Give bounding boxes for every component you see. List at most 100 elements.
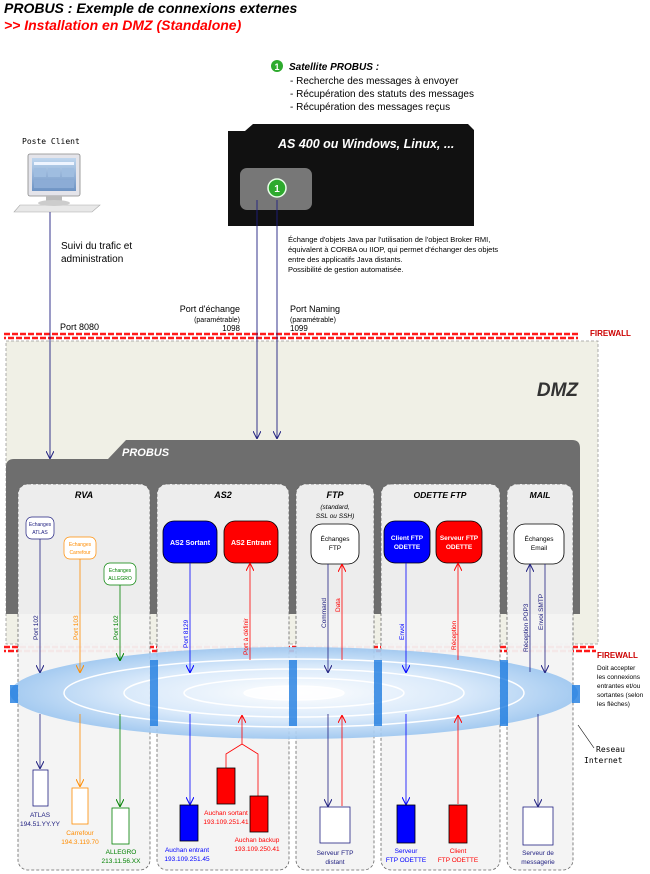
rva-box-label: Echanges bbox=[29, 522, 52, 528]
ftp-port-label: Data bbox=[335, 598, 342, 612]
server-badge-icon bbox=[267, 178, 287, 198]
poste-client-label: Poste Client bbox=[22, 137, 80, 146]
module-title: FTP bbox=[327, 490, 345, 500]
exchange-note-line: entre des applicatifs Java distants. bbox=[288, 255, 403, 264]
satellite-badge-icon bbox=[271, 60, 283, 72]
odette-port-label: Réception bbox=[451, 620, 458, 650]
dmz-label: DMZ bbox=[537, 380, 580, 401]
ftp-box-label: FTP bbox=[329, 545, 341, 552]
satellite-title: Satellite PROBUS : bbox=[289, 62, 379, 73]
odette-box-label: ODETTE bbox=[446, 544, 473, 551]
page-subtitle: >> Installation en DMZ (Standalone) bbox=[4, 17, 242, 33]
module-title: AS2 bbox=[213, 490, 232, 500]
firewall-note-line: sortantes (selon bbox=[597, 692, 644, 699]
as2-box-label: AS2 Entrant bbox=[231, 540, 272, 547]
odette-client-box[interactable] bbox=[383, 520, 431, 564]
rva-box-label: Echanges bbox=[109, 568, 132, 574]
suivi-label: Suivi du trafic et bbox=[61, 241, 132, 252]
internet-label: Reseau bbox=[596, 745, 625, 754]
target-label: distant bbox=[325, 859, 344, 866]
target-auchan-backup[interactable] bbox=[249, 795, 269, 833]
mail-box-label: Échanges bbox=[525, 534, 555, 543]
odette-box-label: Client FTP bbox=[391, 535, 424, 542]
target-mail-server[interactable] bbox=[522, 806, 554, 846]
rva-box-label: ALLEGRO bbox=[108, 576, 132, 582]
module-subtitle: SSL ou SSH) bbox=[316, 513, 355, 520]
probus-label: PROBUS bbox=[122, 447, 170, 459]
target-auchan-sortant[interactable] bbox=[216, 767, 236, 805]
satellite-item: - Recherche des messages à envoyer bbox=[290, 76, 459, 87]
target-label: ATLAS bbox=[30, 812, 51, 819]
firewall-note-line: Doit accepter bbox=[597, 665, 636, 672]
as2-box-label: AS2 Sortant bbox=[170, 540, 211, 547]
target-label: FTP ODETTE bbox=[386, 857, 427, 864]
internet-network bbox=[10, 647, 580, 739]
firewall-note-line: les flèches) bbox=[597, 701, 630, 708]
satellite-item: - Récupération des statuts des messages bbox=[290, 89, 474, 100]
target-atlas[interactable] bbox=[32, 769, 49, 807]
target-auchan-entrant[interactable] bbox=[179, 804, 199, 842]
port-naming-label: Port Naming bbox=[290, 304, 340, 314]
module-title: ODETTE FTP bbox=[414, 490, 467, 500]
target-label: Serveur bbox=[395, 848, 419, 855]
mail-box[interactable] bbox=[513, 523, 565, 565]
server-badge-number: 1 bbox=[274, 184, 280, 195]
port-exchange-label: Port d'échange bbox=[180, 304, 240, 314]
rva-port-label: Port 102 bbox=[33, 615, 40, 640]
module-title: RVA bbox=[75, 490, 93, 500]
port-exchange-value: 1098 bbox=[222, 324, 240, 333]
computer-icon bbox=[13, 153, 101, 213]
as2-port-label: Port à définir bbox=[243, 617, 250, 655]
rva-box-label: ATLAS bbox=[32, 530, 48, 536]
target-label: Auchan backup bbox=[235, 837, 280, 844]
firewall-note-line: entrantes et/ou bbox=[597, 683, 641, 690]
ftp-box-label: Échanges bbox=[321, 534, 351, 543]
target-odette-client[interactable] bbox=[448, 804, 468, 844]
target-ip: 194.3.119.70 bbox=[61, 839, 99, 846]
target-label: Serveur FTP bbox=[317, 850, 354, 857]
target-odette-server[interactable] bbox=[396, 804, 416, 844]
target-label: Auchan sortant bbox=[204, 810, 248, 817]
as2-port-label: Port 8129 bbox=[183, 619, 190, 648]
mail-port-label: Réception POP3 bbox=[523, 603, 530, 652]
target-label: ALLEGRO bbox=[106, 849, 137, 856]
ftp-port-label: Command bbox=[321, 598, 328, 628]
rva-port-label: Port 103 bbox=[73, 615, 80, 640]
port-naming-label: (paramétrable) bbox=[290, 317, 336, 324]
target-allegro[interactable] bbox=[111, 807, 130, 845]
target-label: Auchan entrant bbox=[165, 847, 209, 854]
exchange-note-line: Échange d'objets Java par l'utilisation … bbox=[288, 235, 490, 244]
module-subtitle: (standard, bbox=[320, 504, 349, 511]
firewall-bottom-label: FIREWALL bbox=[597, 651, 638, 660]
port-8080-label: Port 8080 bbox=[60, 322, 99, 332]
suivi-label: administration bbox=[61, 254, 123, 265]
odette-server-box[interactable] bbox=[435, 520, 483, 564]
target-ip: 193.109.251.45 bbox=[164, 856, 210, 863]
satellite-item: - Récupération des messages reçus bbox=[290, 102, 450, 113]
internet-pointer bbox=[577, 724, 595, 749]
rva-box-label: Carrefour bbox=[69, 550, 90, 556]
module-title: MAIL bbox=[530, 490, 551, 500]
target-ip: 193.109.251.41 bbox=[203, 819, 249, 826]
server-title: AS 400 ou Windows, Linux, ... bbox=[277, 137, 454, 151]
odette-port-label: Envoi bbox=[399, 624, 406, 640]
target-label: Serveur de bbox=[522, 850, 554, 857]
internet-label: Internet bbox=[584, 756, 623, 765]
port-naming-value: 1099 bbox=[290, 324, 308, 333]
satellite-badge-number: 1 bbox=[274, 62, 279, 72]
target-label: Carrefour bbox=[66, 830, 94, 837]
firewall-note-line: les connexions bbox=[597, 674, 641, 681]
target-ip: 213.11.56.XX bbox=[102, 858, 142, 865]
target-carrefour[interactable] bbox=[71, 787, 89, 825]
odette-box-label: ODETTE bbox=[394, 544, 421, 551]
page-title: PROBUS : Exemple de connexions externes bbox=[4, 0, 298, 16]
target-ftp-server[interactable] bbox=[319, 806, 351, 844]
exchange-note-line: équivalent à CORBA ou IIOP, qui permet d… bbox=[288, 245, 498, 254]
ftp-box[interactable] bbox=[310, 523, 360, 565]
firewall-top-label: FIREWALL bbox=[590, 329, 631, 338]
mail-box-label: Email bbox=[531, 545, 548, 552]
target-label: Client bbox=[450, 848, 467, 855]
exchange-note-line: Possibilité de gestion automatisée. bbox=[288, 265, 404, 274]
rva-box-label: Echanges bbox=[69, 542, 92, 548]
